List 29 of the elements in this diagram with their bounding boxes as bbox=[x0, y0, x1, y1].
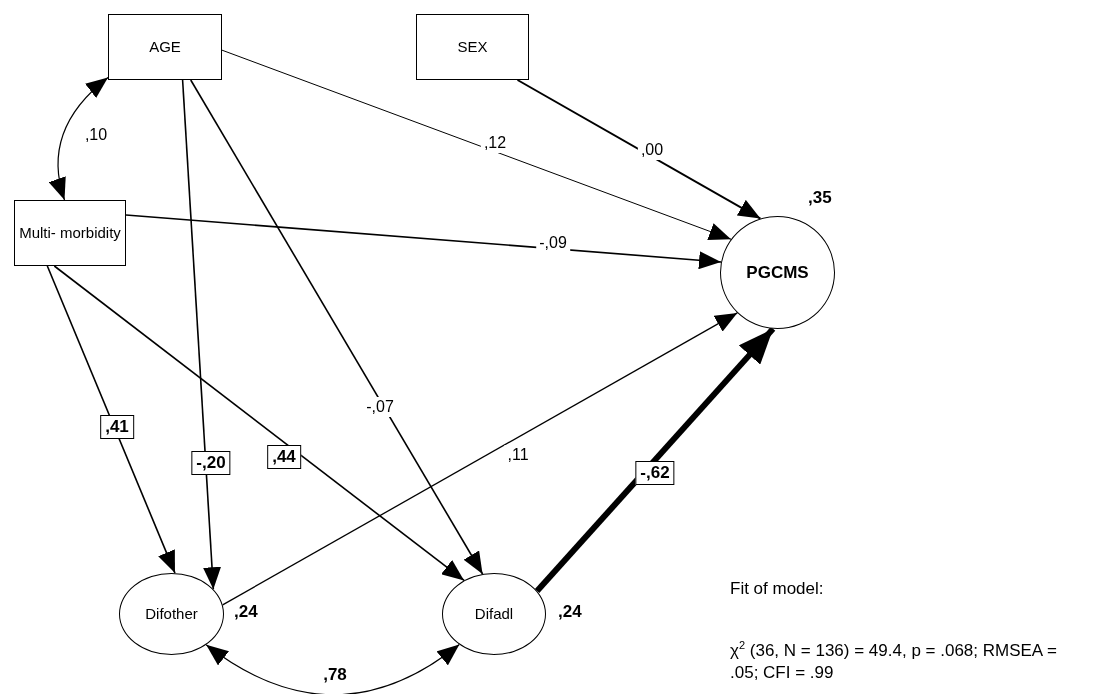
variable-name: Difother bbox=[145, 605, 198, 623]
arrow bbox=[534, 326, 776, 594]
arrow bbox=[516, 79, 762, 220]
variable-name: PGCMS bbox=[746, 262, 809, 283]
r-squared-value: ,24 bbox=[234, 602, 258, 622]
arrow bbox=[46, 265, 176, 574]
arrow bbox=[205, 643, 460, 694]
path-coefficient: ,41 bbox=[100, 415, 134, 439]
path-coefficient: -,62 bbox=[635, 461, 675, 485]
arrow bbox=[49, 76, 109, 201]
r-squared-value: ,24 bbox=[558, 602, 582, 622]
variable-name: AGE bbox=[149, 38, 181, 56]
path-coefficient: -,20 bbox=[191, 451, 231, 475]
variable-box bbox=[416, 14, 529, 80]
arrow bbox=[53, 265, 465, 582]
fit-note: Fit of model: bbox=[730, 578, 824, 600]
fit-note: χ$^{2}$ (36, N = 136) = 49.4, p = .068; RMSEA = .05; CFI = .99 bbox=[730, 638, 1058, 684]
path-coefficient: ,44 bbox=[267, 445, 301, 469]
arrow bbox=[125, 214, 722, 270]
arrow bbox=[222, 312, 738, 606]
arrow bbox=[189, 79, 484, 575]
arrow bbox=[221, 49, 732, 240]
variable-name: Multi- morbidity bbox=[19, 224, 121, 242]
variable-box bbox=[14, 200, 126, 266]
r-squared-value: ,35 bbox=[808, 188, 832, 208]
path-coefficient: -,09 bbox=[536, 233, 570, 253]
variable-name: Difadl bbox=[474, 605, 514, 623]
variable-box bbox=[108, 14, 222, 80]
variable-name: SEX bbox=[457, 38, 488, 56]
